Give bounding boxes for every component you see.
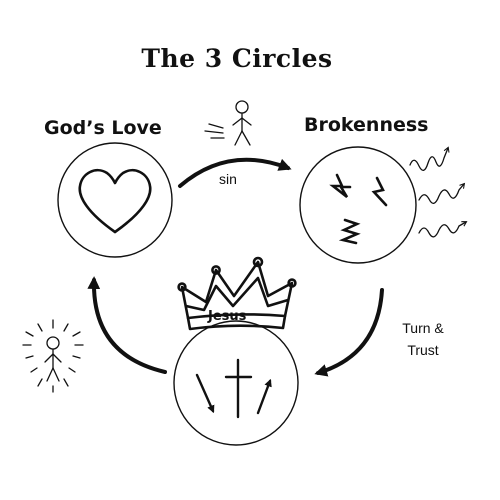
zigzag-scribble-icon bbox=[329, 173, 388, 245]
jesus-circle bbox=[173, 320, 299, 446]
heart-icon bbox=[78, 168, 152, 234]
crown-icon bbox=[177, 256, 297, 331]
cross-with-arrows-icon bbox=[195, 358, 272, 419]
turn-and-trust-arrow bbox=[314, 288, 384, 377]
sin-arrow bbox=[178, 157, 292, 188]
walking-figure-icon bbox=[204, 100, 252, 146]
jesus-label: Jesus bbox=[208, 309, 247, 324]
brokenness-circle bbox=[299, 146, 417, 264]
turn-and-trust-label: Turn & Trust bbox=[402, 320, 444, 358]
brokenness-label: Brokenness bbox=[304, 114, 429, 136]
radiant-figure-icon bbox=[22, 319, 84, 393]
sin-label: sin bbox=[219, 171, 237, 187]
page-title: The 3 Circles bbox=[141, 44, 333, 73]
squiggle-arrows bbox=[409, 146, 468, 238]
gods-love-circle bbox=[57, 142, 173, 258]
return-arrow bbox=[87, 276, 167, 374]
gods-love-label: God’s Love bbox=[44, 117, 162, 139]
